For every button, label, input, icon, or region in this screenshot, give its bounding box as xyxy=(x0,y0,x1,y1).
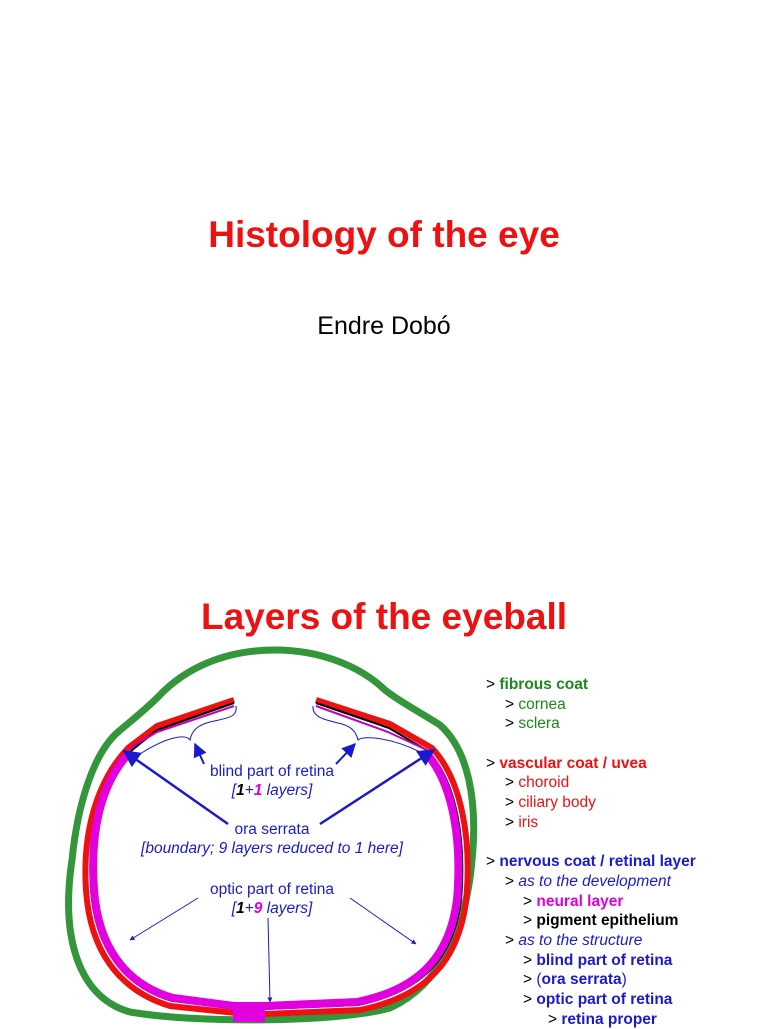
legend-structure: > as to the structure xyxy=(505,931,643,949)
optic-disc xyxy=(233,1004,265,1022)
legend-blind-part: > blind part of retina xyxy=(523,951,673,969)
legend-pigment-epithelium: > pigment epithelium xyxy=(523,912,679,930)
ora-serrata-label: ora serrata [boundary; 9 layers reduced … xyxy=(141,821,403,857)
legend-optic-part: > optic part of retina xyxy=(523,991,673,1008)
eyeball-diagram xyxy=(65,646,478,1024)
arrow-ora-left xyxy=(122,749,229,826)
brace-left xyxy=(139,705,237,755)
legend-retina-proper: > retina proper xyxy=(548,1010,657,1028)
legend-fibrous: > fibrous coat xyxy=(486,676,589,693)
arrow-optic-left xyxy=(129,897,199,941)
legend-development: > as to the development xyxy=(505,872,671,890)
legend-nervous: > nervous coat / retinal layer xyxy=(486,853,696,871)
arrow-blind-left xyxy=(193,742,207,765)
arrow-blind-right xyxy=(335,742,356,765)
legend-cornea: > cornea xyxy=(505,695,566,713)
legend-ciliary-body: > ciliary body xyxy=(505,794,596,812)
author-name: Endre Dobó xyxy=(317,312,451,340)
legend-neural-layer: > neural layer xyxy=(523,892,624,910)
choroid-outline xyxy=(82,697,471,1017)
legend-choroid: > choroid xyxy=(505,774,570,792)
blind-part-label: blind part of retina [1+1 layers] xyxy=(209,763,335,799)
legend-ora-serrata: > (ora serrata) xyxy=(523,971,627,989)
slide-title-layers: Layers of the eyeball xyxy=(200,596,568,637)
legend-sclera: > sclera xyxy=(505,715,560,733)
slide-title: Histology of the eye xyxy=(208,214,560,255)
legend-iris: > iris xyxy=(505,813,539,831)
layers-legend: > fibrous coat > cornea > sclera > vascu… xyxy=(486,675,696,1029)
blind-part-line xyxy=(129,705,428,751)
arrow-ora-right xyxy=(319,748,436,826)
optic-part-label: optic part of retina [1+9 layers] xyxy=(209,881,335,917)
arrow-optic-down xyxy=(267,917,273,1003)
arrow-optic-right xyxy=(349,897,417,945)
brace-right xyxy=(312,705,421,753)
legend-vascular: > vascular coat / uvea xyxy=(486,754,647,772)
